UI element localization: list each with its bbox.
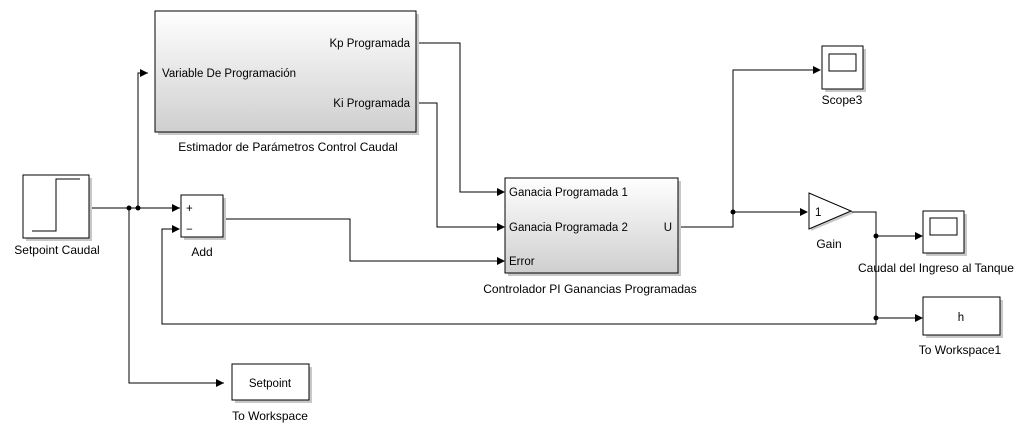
controller-in-port-3-label: Error — [509, 256, 535, 268]
estimator-out-port-2-label: Ki Programada — [333, 98, 410, 110]
to-workspace-label: To Workspace — [232, 409, 308, 423]
add-block[interactable]: + − Add — [180, 194, 226, 259]
to-workspace1-label: To Workspace1 — [919, 343, 1002, 357]
wire-to-estimator[interactable] — [137, 72, 148, 208]
setpoint-step-label: Setpoint Caudal — [14, 243, 99, 257]
gain-block[interactable]: 1 Gain — [808, 192, 854, 251]
wire-u[interactable] — [679, 211, 800, 228]
add-plus-sign: + — [186, 203, 193, 215]
gain-value: 1 — [815, 207, 821, 219]
estimator-label: Estimador de Parámetros Control Caudal — [178, 140, 397, 154]
to-workspace-variable: Setpoint — [249, 378, 292, 390]
estimator-out-port-1-label: Kp Programada — [329, 38, 410, 50]
wire-to-scope3[interactable] — [732, 69, 813, 212]
wire-feedback[interactable] — [161, 228, 877, 325]
branch-points — [126, 205, 879, 321]
wire-kp[interactable] — [417, 42, 497, 193]
to-workspace1-block[interactable]: h To Workspace1 — [919, 296, 1003, 357]
gain-label: Gain — [816, 237, 841, 251]
tank-scope-label: Caudal del Ingreso al Tanque — [858, 261, 1014, 275]
wire-ki[interactable] — [417, 102, 497, 228]
add-label: Add — [191, 245, 212, 259]
estimator-subsystem-block[interactable]: Variable De Programación Kp Programada K… — [154, 10, 419, 154]
controller-out-port-label: U — [664, 222, 672, 234]
wire-gain-out[interactable] — [851, 211, 915, 319]
signal-lines — [91, 42, 915, 384]
wire-to-workspace[interactable] — [128, 208, 224, 384]
scope3-label: Scope3 — [822, 93, 863, 107]
arrowheads — [140, 66, 923, 387]
to-workspace1-variable: h — [958, 312, 964, 324]
controller-in-port-2-label: Ganacia Programada 2 — [509, 222, 628, 234]
estimator-in-port-label: Variable De Programación — [162, 68, 296, 80]
controller-subsystem-block[interactable]: Ganacia Programada 1 Ganacia Programada … — [483, 177, 697, 296]
wire-error[interactable] — [225, 218, 497, 262]
controller-label: Controlador PI Ganancias Programadas — [483, 282, 696, 296]
to-workspace-block[interactable]: Setpoint To Workspace — [231, 363, 312, 423]
controller-in-port-1-label: Ganacia Programada 1 — [509, 187, 628, 199]
scope3-block[interactable]: Scope3 — [821, 45, 866, 107]
add-minus-sign: − — [186, 224, 193, 236]
tank-scope-block[interactable]: Caudal del Ingreso al Tanque — [858, 210, 1014, 275]
setpoint-step-block[interactable]: Setpoint Caudal — [14, 174, 100, 257]
